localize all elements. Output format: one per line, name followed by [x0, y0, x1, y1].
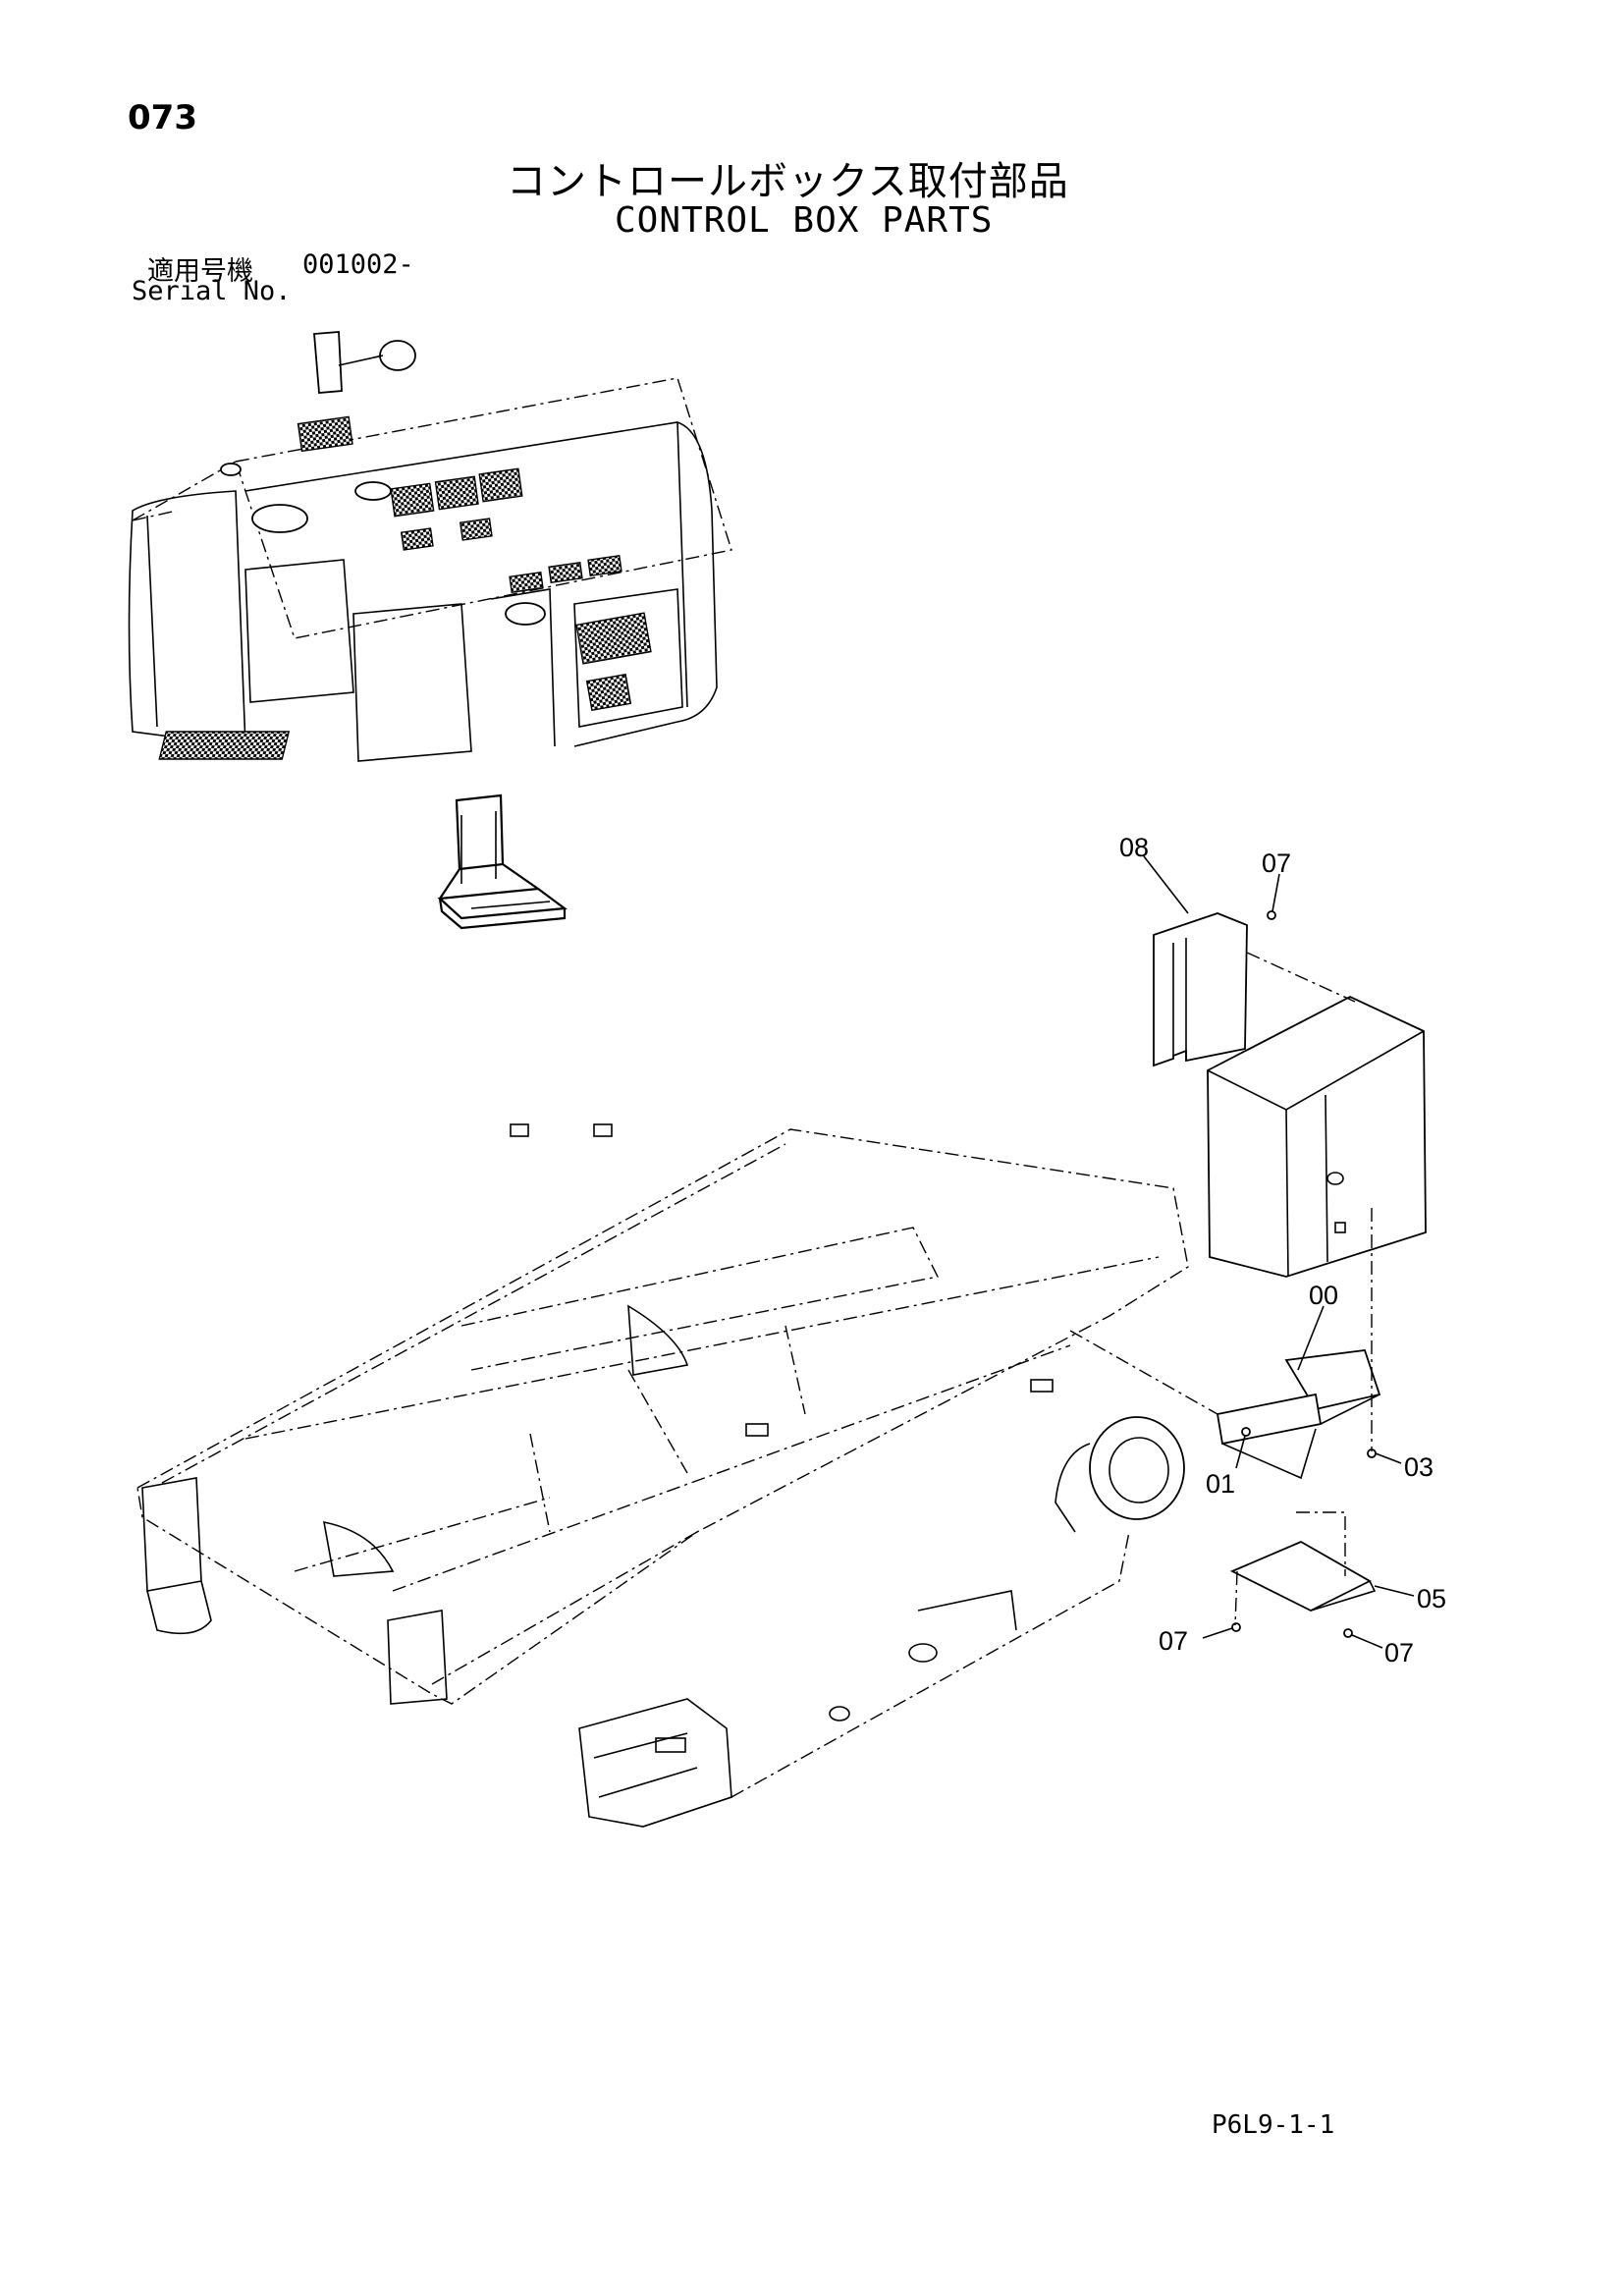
page-number: 073	[128, 98, 197, 137]
serial-number-value: 001002-	[302, 249, 414, 280]
main-frame-lower	[136, 1123, 1189, 1828]
callout-05: 05	[1417, 1584, 1446, 1613]
serial-label-english: Serial No.	[132, 276, 292, 306]
callout-03: 03	[1404, 1452, 1434, 1482]
callout-07-top: 07	[1262, 848, 1291, 878]
callout-leaders	[1143, 855, 1415, 1649]
callout-07-right: 07	[1384, 1638, 1414, 1667]
callout-01: 01	[1206, 1469, 1235, 1499]
drawing-code: P6L9-1-1	[1212, 2110, 1335, 2140]
page-title-english: CONTROL BOX PARTS	[615, 200, 994, 241]
control-box-assembly	[1069, 910, 1427, 1638]
serial-label-japanese: 適用号機	[147, 256, 253, 287]
callout-08: 08	[1119, 833, 1149, 862]
page-title-japanese: コントロールボックス取付部品	[507, 159, 1069, 204]
callout-07-left: 07	[1159, 1626, 1188, 1656]
upper-structure-overview	[128, 331, 732, 930]
callout-00: 00	[1309, 1281, 1338, 1310]
